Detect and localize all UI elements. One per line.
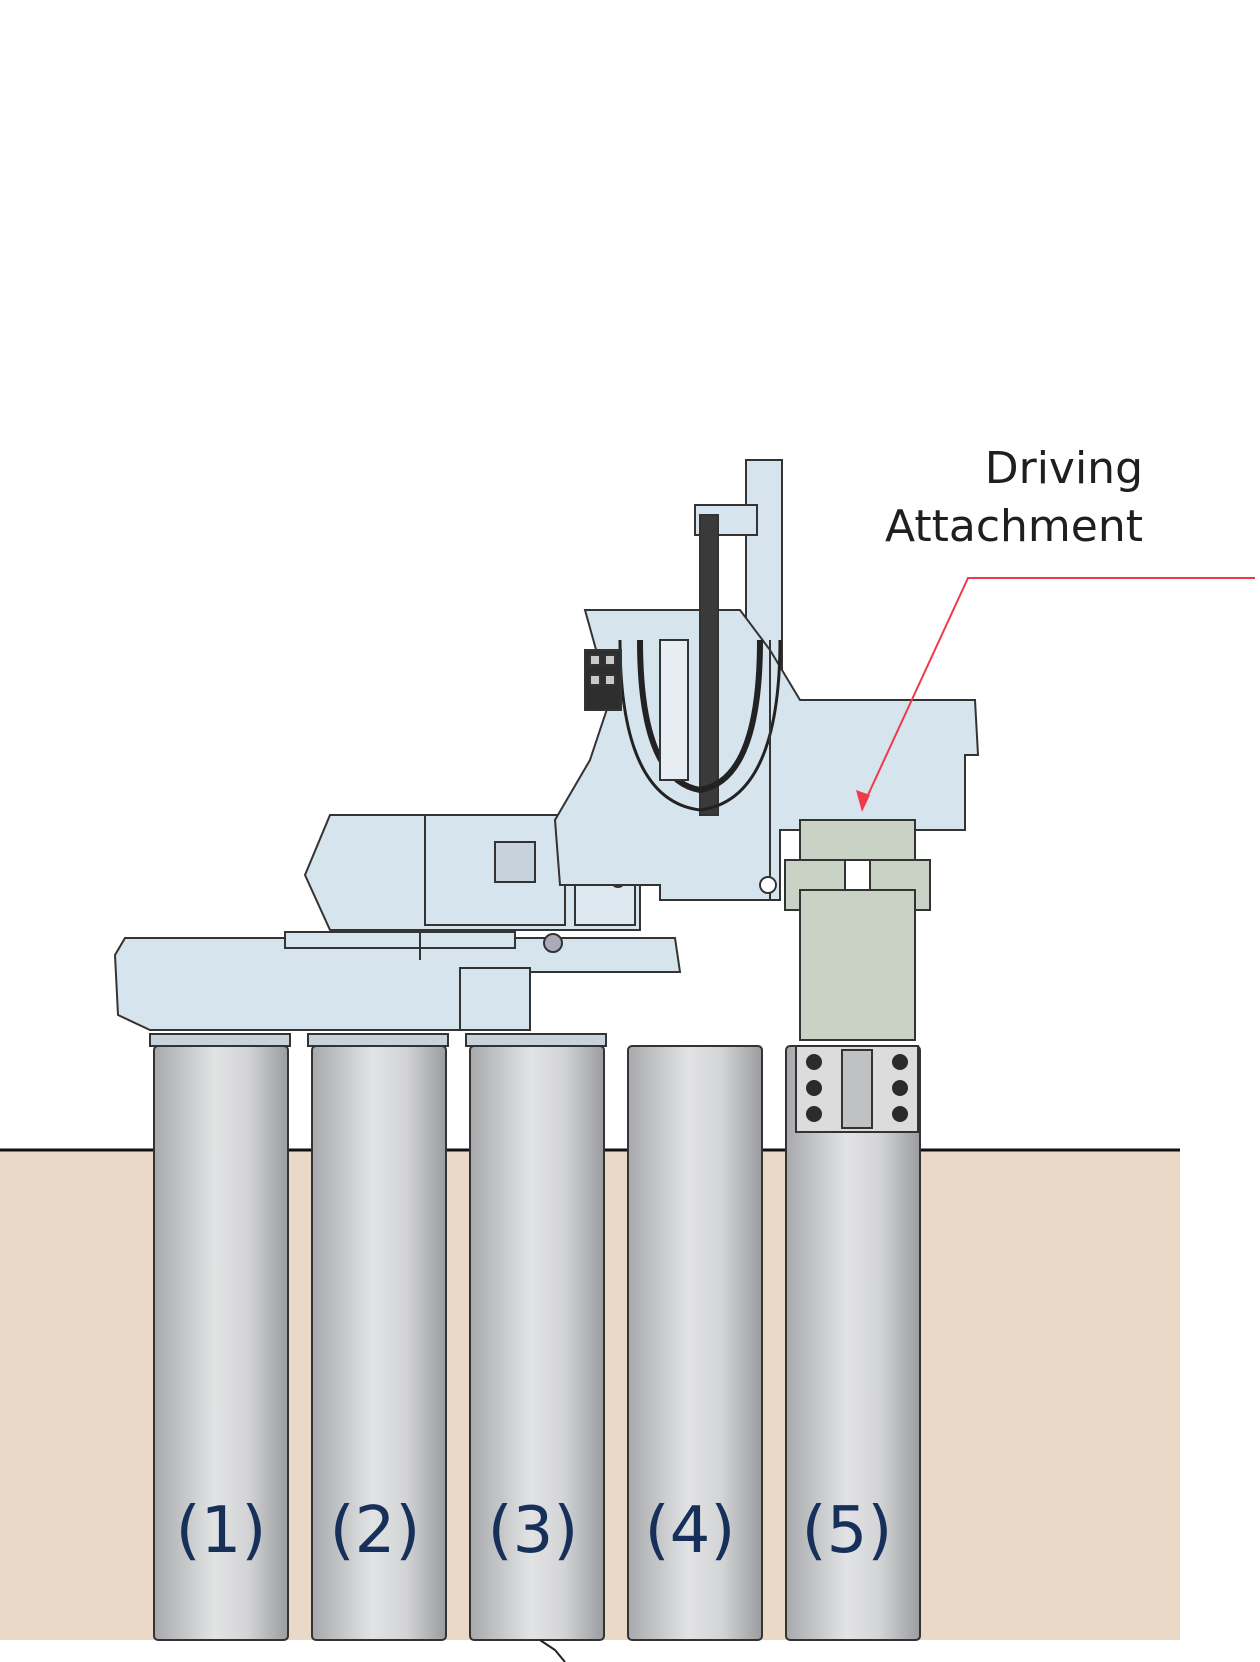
pile-4 — [627, 1045, 763, 1641]
pile-label-5: (5) — [802, 1494, 893, 1568]
pile-label-4: (4) — [645, 1494, 736, 1568]
pile-label-3: (3) — [488, 1494, 579, 1568]
pile-label-2: (2) — [330, 1494, 421, 1568]
driving-attachment — [784, 819, 931, 1133]
machine-base — [113, 931, 682, 1047]
driving-attachment-callout: Driving Attachment — [783, 440, 1143, 556]
leader-arrow — [856, 790, 870, 812]
callout-line-1: Driving — [984, 443, 1143, 494]
break-mark — [539, 1639, 566, 1662]
pile-label-1: (1) — [176, 1494, 267, 1568]
leader-line — [861, 577, 1255, 809]
callout-line-2: Attachment — [885, 501, 1143, 552]
